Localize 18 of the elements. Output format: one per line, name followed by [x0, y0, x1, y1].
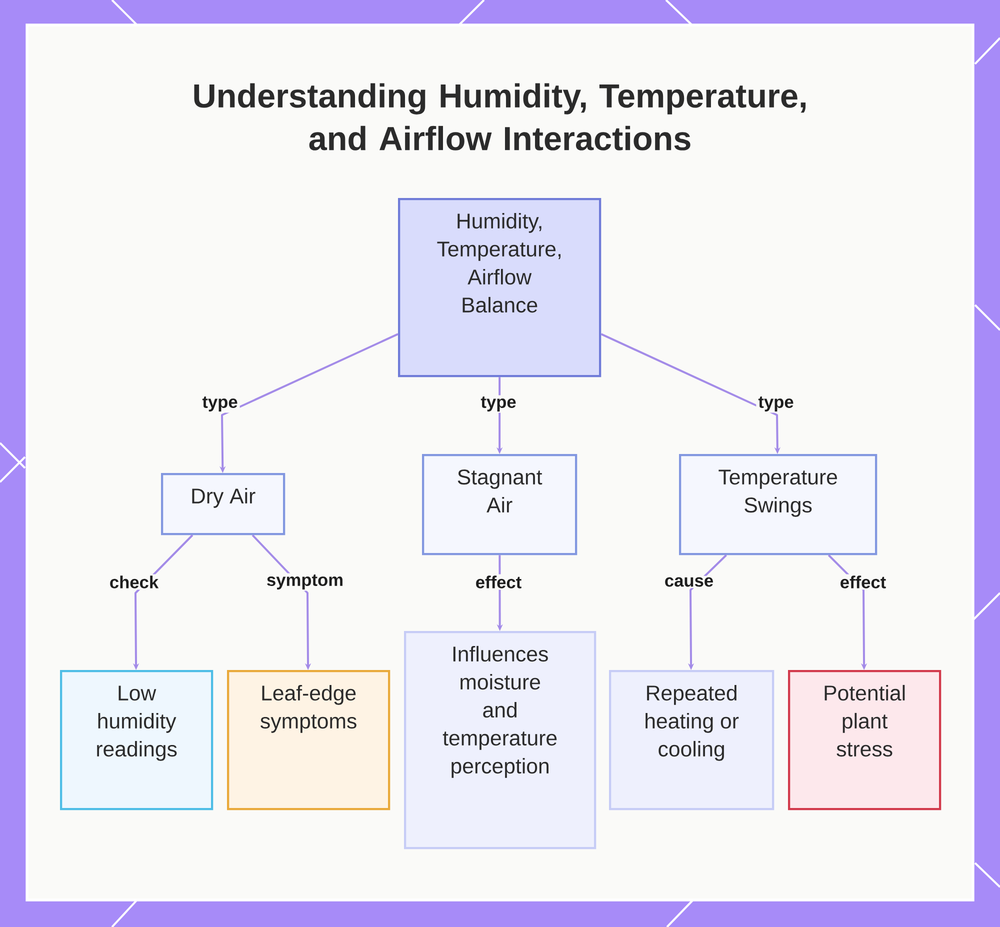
category-box: Dry Air: [161, 473, 286, 536]
topic-box: Humidity, Temperature, Airflow Balance: [398, 198, 602, 378]
edge-label: effect: [473, 574, 524, 590]
edge-label: symptom: [264, 573, 346, 591]
category-box: Stagnant Air: [422, 454, 578, 556]
detail-box: Low humidity readings: [60, 670, 214, 810]
edge-label: effect: [838, 574, 888, 590]
edge-label: check: [107, 574, 161, 590]
detail-box: Influences moisture and temperature perception: [404, 631, 596, 850]
edge-label: cause: [662, 576, 716, 588]
detail-box: Repeated heating or cooling: [609, 670, 774, 810]
edge-label: type: [200, 395, 240, 413]
category-box: Temperature Swings: [679, 454, 878, 556]
detail-box: Potential plant stress: [788, 670, 942, 810]
edge-label: type: [478, 395, 518, 413]
detail-box: Leaf-edge symptoms: [227, 670, 390, 810]
title: Understanding Humidity, Temperature, and Airflow Interactions: [194, 83, 806, 150]
edge-label: type: [756, 395, 796, 413]
